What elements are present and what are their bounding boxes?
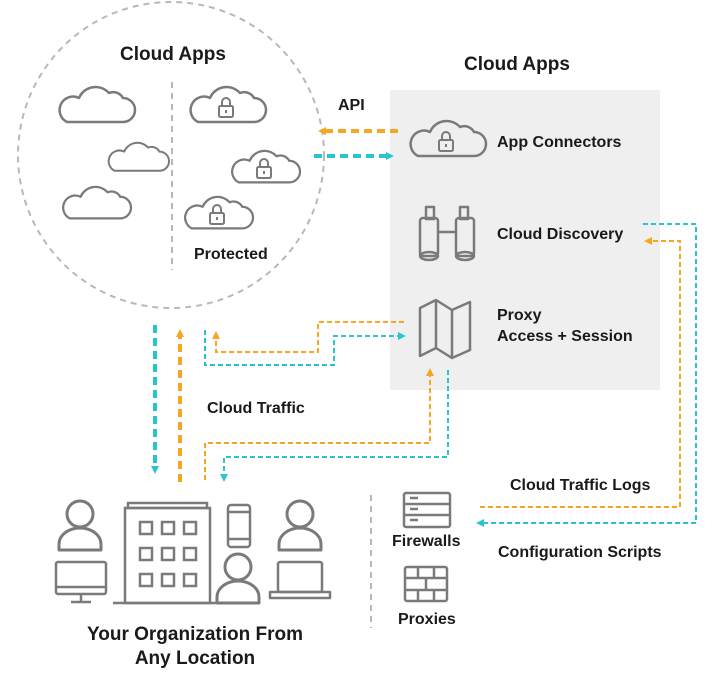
cloud-icon <box>62 185 133 220</box>
configuration-scripts-line <box>476 223 697 527</box>
proxies-label: Proxies <box>398 611 456 628</box>
person-icon <box>57 499 103 552</box>
office-building-icon <box>113 501 222 605</box>
proxy-forward-line <box>204 330 406 366</box>
proxy-label: Proxy <box>497 307 542 324</box>
circle-title: Cloud Apps <box>120 44 226 65</box>
panel-title: Cloud Apps <box>464 54 570 75</box>
access-session-label: Access + Session <box>497 328 633 345</box>
cloud-apps-circle <box>17 1 325 309</box>
app-connectors-label: App Connectors <box>497 134 622 151</box>
firewall-server-icon <box>402 491 452 529</box>
configuration-scripts-label: Configuration Scripts <box>498 544 662 561</box>
cloud-lock-icon <box>184 195 255 230</box>
protected-label: Protected <box>194 246 268 263</box>
proxy-downstream-line <box>220 370 449 482</box>
desktop-monitor-icon <box>54 560 108 604</box>
proxy-brick-icon <box>403 565 449 603</box>
person-icon <box>215 552 261 605</box>
map-icon <box>418 298 472 360</box>
cloud-discovery-label: Cloud Discovery <box>497 226 624 243</box>
api-label: API <box>338 97 365 114</box>
firewalls-label: Firewalls <box>392 533 461 550</box>
binoculars-icon <box>418 205 476 262</box>
cloud-traffic-logs-line <box>480 237 681 508</box>
cloud-lock-icon <box>231 149 302 184</box>
proxy-return-line <box>212 321 404 353</box>
person-icon <box>277 499 323 552</box>
cloud-icon <box>58 85 137 124</box>
organization-label-line2: Any Location <box>134 648 256 669</box>
cloud-traffic-label: Cloud Traffic <box>207 400 305 417</box>
laptop-icon <box>268 560 332 600</box>
cloud-lock-icon <box>189 85 268 124</box>
mobile-phone-icon <box>226 503 252 549</box>
cloud-icon <box>107 141 171 172</box>
proxy-upstream-line <box>204 368 434 480</box>
organization-label-line1: Your Organization From <box>86 624 304 645</box>
cloud-traffic-logs-label: Cloud Traffic Logs <box>510 477 651 494</box>
